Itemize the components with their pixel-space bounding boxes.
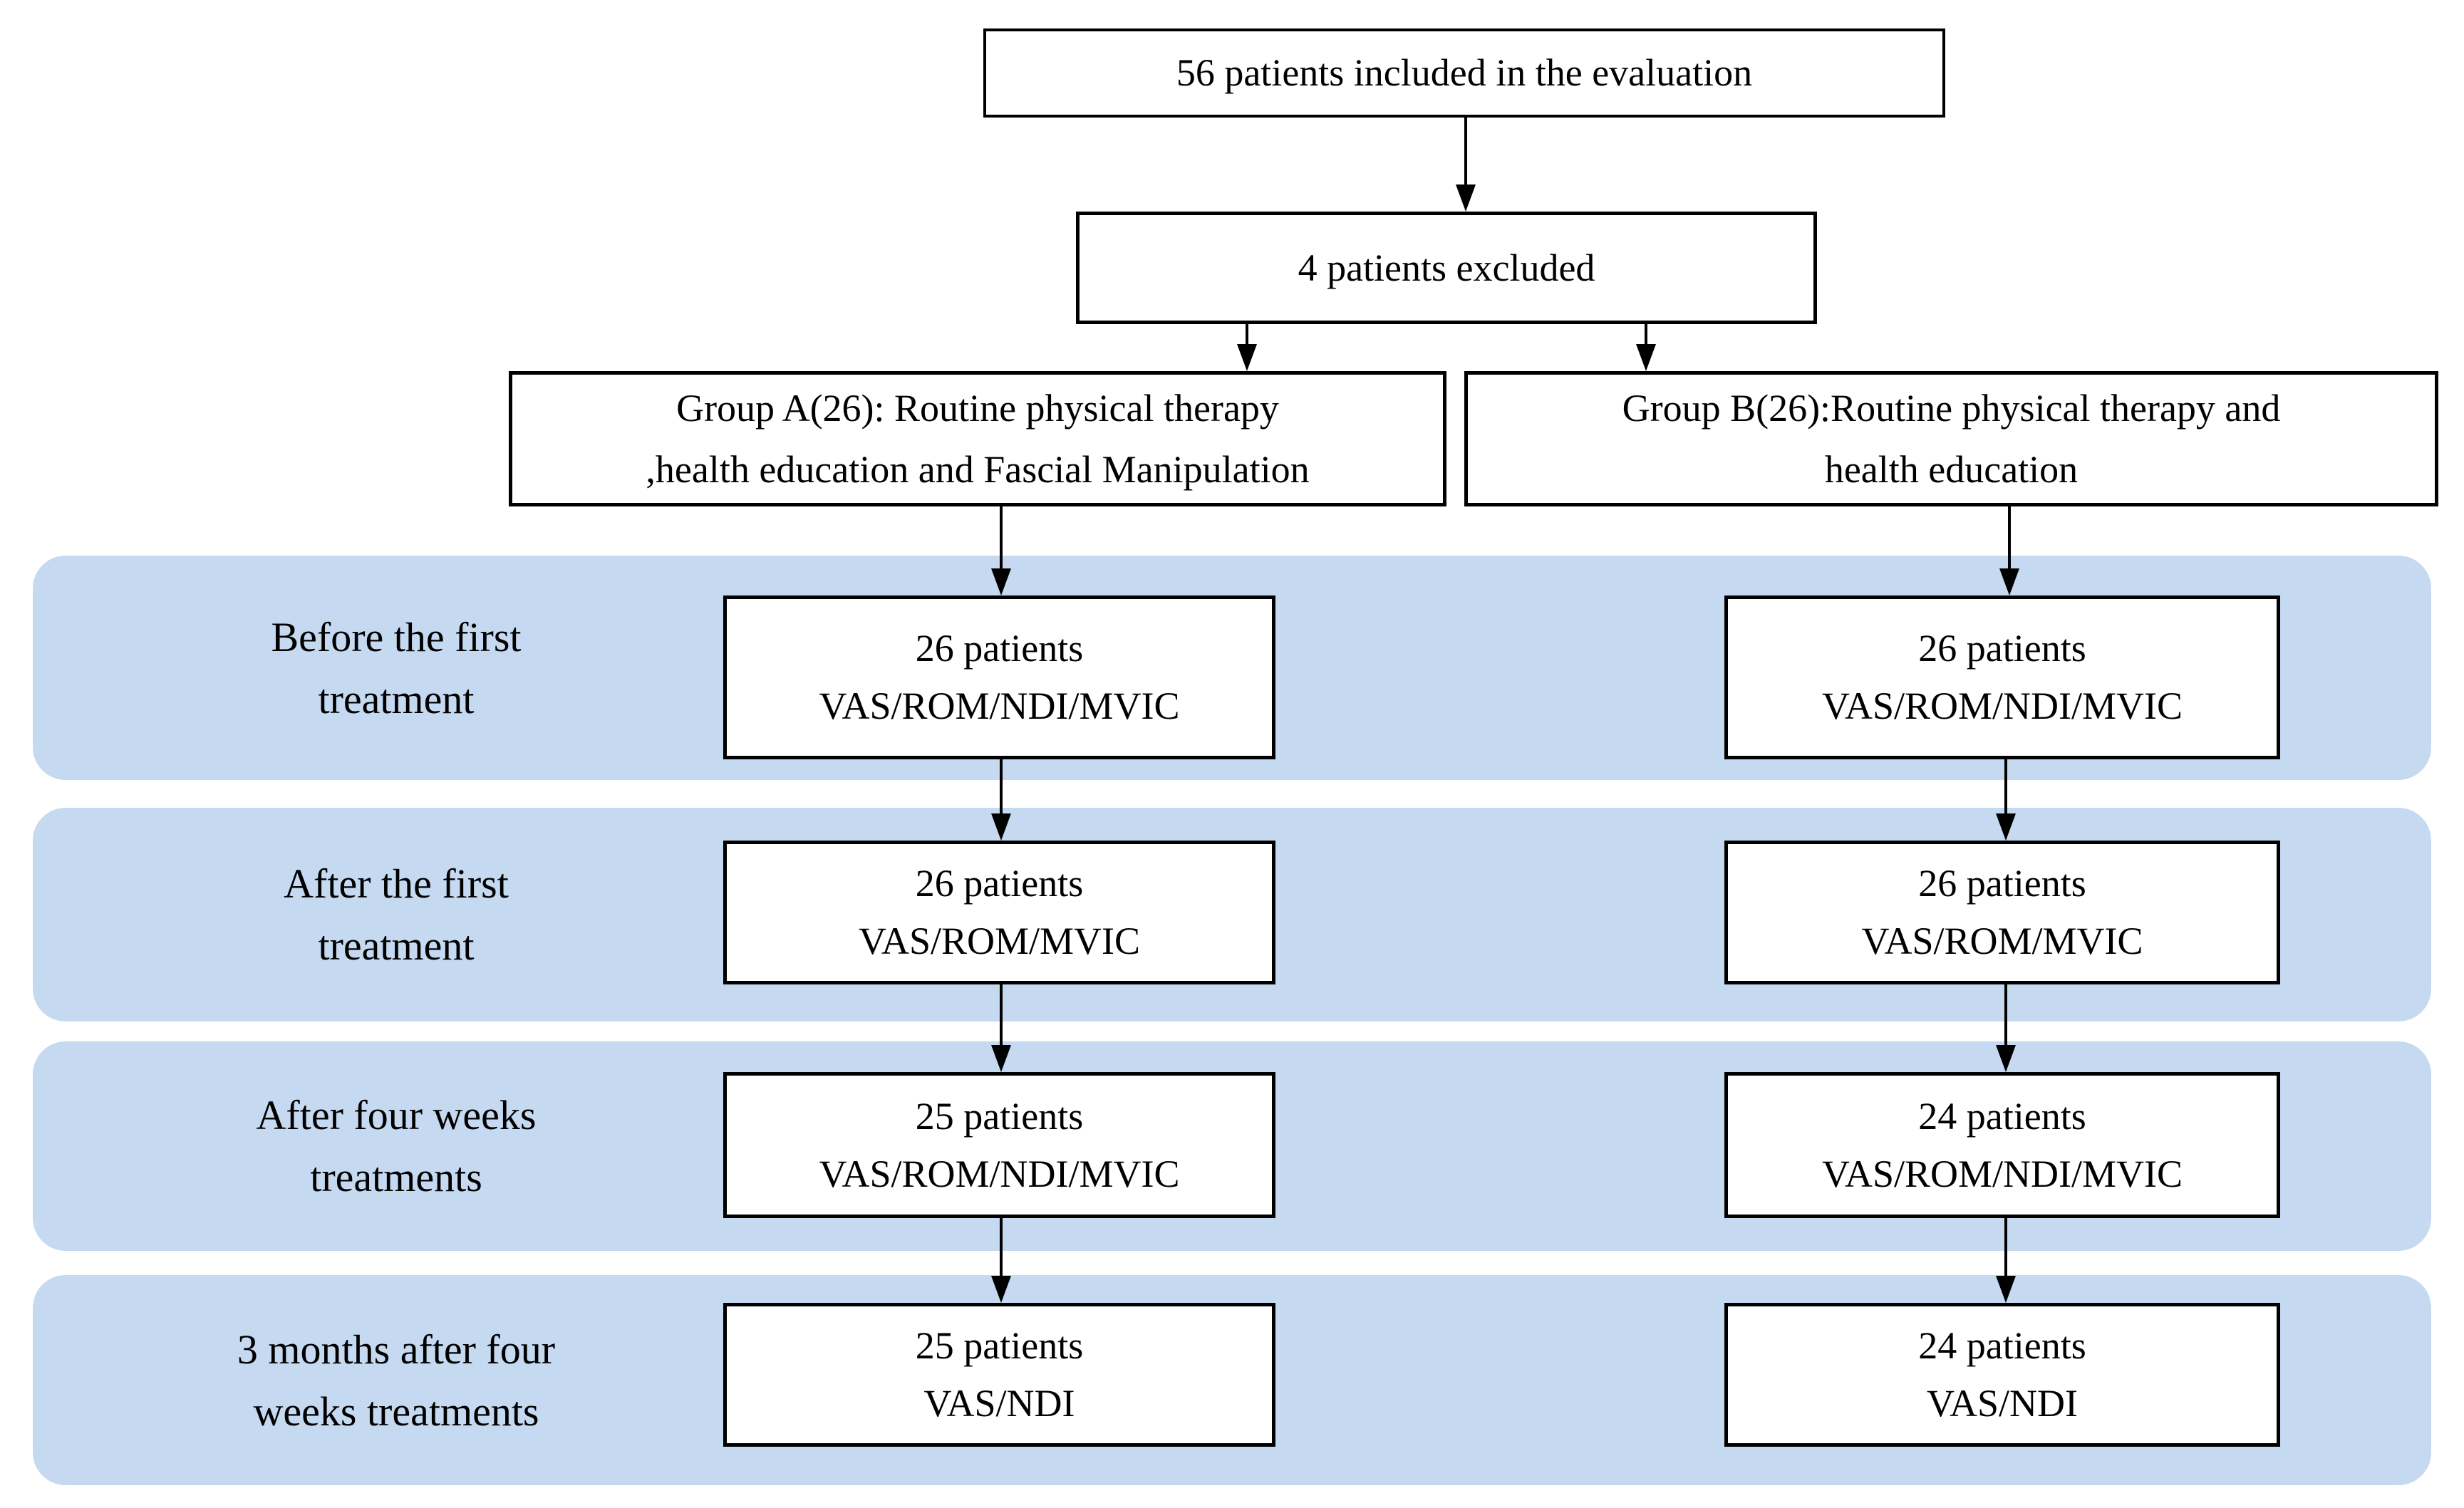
- group-a-box: Group A(26): Routine physical therapy ,h…: [509, 371, 1446, 506]
- assessment-box-a-row2: 26 patients VAS/ROM/MVIC: [723, 841, 1275, 984]
- phase-label-3: After four weeks treatments: [256, 1092, 537, 1200]
- group-b-box: Group B(26):Routine physical therapy and…: [1464, 371, 2438, 506]
- assessment-box-a-row4: 25 patients VAS/NDI: [723, 1303, 1275, 1447]
- assessment-box-a-row3: 25 patients VAS/ROM/NDI/MVIC: [723, 1072, 1275, 1218]
- assessment-box-b-row3: 24 patients VAS/ROM/NDI/MVIC: [1724, 1072, 2280, 1218]
- phase-label-4: 3 months after four weeks treatments: [237, 1326, 556, 1435]
- assessment-box-b-row4: 24 patients VAS/NDI: [1724, 1303, 2280, 1447]
- phase-label-1: Before the first treatment: [271, 613, 522, 722]
- assessment-box-b-row1: 26 patients VAS/ROM/NDI/MVIC: [1724, 596, 2280, 759]
- assessment-box-b-row2: 26 patients VAS/ROM/MVIC: [1724, 841, 2280, 984]
- phase-label-2: After the first treatment: [284, 860, 509, 969]
- assessment-box-a-row1: 26 patients VAS/ROM/NDI/MVIC: [723, 596, 1275, 759]
- included-box: 56 patients included in the evaluation: [983, 28, 1945, 118]
- excluded-box: 4 patients excluded: [1076, 212, 1817, 324]
